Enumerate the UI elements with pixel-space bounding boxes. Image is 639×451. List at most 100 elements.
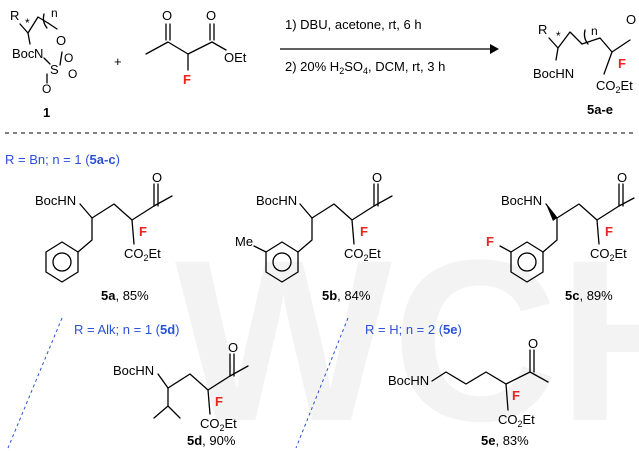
reactant-2-structure: O O OEt F [145,8,247,87]
5a-methyl [153,195,173,207]
5b-bond-ester [351,219,355,245]
5a-fluorine: F [139,224,147,239]
5a-aromatic-circle [52,252,72,272]
product-ester: CO2Et [596,78,633,95]
5b-nh: BocHN [256,193,297,208]
plus-sign: + [114,54,122,69]
separator-right [295,317,349,449]
5d-carbonyl [229,353,235,377]
r2-ester-oxygen: O [206,8,216,23]
r1-substituent: R [10,8,19,23]
r2-ester-group: OEt [224,50,247,65]
5d-nh: BocHN [113,363,154,378]
r1-oxo-3: O [42,82,51,96]
5a-nh: BocHN [35,193,76,208]
5d-ketone-oxygen: O [228,340,238,355]
5e-nh: BocHN [388,373,429,388]
group-3-header: R = H; n = 2 (5e) [365,322,462,337]
product-label: 5a-e [587,102,613,117]
r1-paren-left [42,13,48,29]
r1-index: n [51,6,58,20]
5e-backbone [431,371,531,385]
r1-bond-chain [27,16,49,34]
5b-fluorine: F [360,224,368,239]
5e-bond-ester [505,383,509,411]
condition-step-2: 2) 20% H2SO4, DCM, rt, 3 h [285,59,445,76]
5d-ester: CO2Et [200,416,237,433]
5c-caption: 5c, 89% [565,288,613,303]
product-index: n [591,24,598,38]
5b-benzyl [297,217,313,253]
product-ketone-oxygen: O [626,12,636,27]
5b-carbonyl [373,183,379,207]
5b-aryl-substituent: Me [235,234,253,249]
r1-bond-co [47,22,58,30]
reaction-arrow-head [490,44,499,54]
compound-5e: BocHN O F CO2Et 5e, 83% [388,336,549,448]
5c-bond-ester [596,219,600,245]
5b-ester: CO2Et [344,246,381,263]
r1-bond-so [59,51,63,66]
product-structure: R * n O BocHN F CO2Et 5a-e [533,12,636,117]
5d-backbone [157,373,231,391]
compound-5c: BocHN O F CO2Et F 5c, 89% [486,170,635,303]
5c-aromatic-circle [517,252,537,272]
5b-methyl [373,195,393,207]
5a-caption: 5a, 85% [101,288,149,303]
5e-methyl [529,371,549,383]
5c-methyl [618,197,635,207]
product-substituent: R [538,22,547,37]
5b-backbone [299,203,375,221]
5c-wedge [546,204,557,221]
r1-boc: Boc [12,46,35,61]
product-bond-cn [555,47,559,61]
product-stereo-mark: * [556,29,561,43]
5c-fluorine: F [605,224,613,239]
5e-ketone-oxygen: O [528,336,538,351]
r1-oxo-2: O [68,67,77,81]
5d-bond-ester [207,389,211,415]
compound-5b: BocHN O F CO2Et Me 5b, 84% [235,170,393,303]
r1-bond-cn [27,32,31,45]
5a-bond-ester [131,219,135,245]
separator-left [7,317,63,449]
group-2-header: R = Alk; n = 1 (5d) [74,322,180,337]
reaction-conditions: 1) DBU, acetone, rt, 6 h 2) 20% H2SO4, D… [280,17,499,76]
product-chain [548,31,583,49]
product-bond-ester [603,51,613,75]
5b-caption: 5b, 84% [322,288,371,303]
5c-benzyl [542,217,558,253]
condition-step-1: 1) DBU, acetone, rt, 6 h [285,17,422,32]
5c-aryl-substituent: F [486,234,494,249]
5c-bond-f [499,245,512,253]
r1-label: 1 [43,105,50,120]
compound-5a: BocHN O F CO2Et 5a, 85% [35,170,173,303]
watermark: WCH [175,212,639,451]
5d-caption: 5d, 90% [187,433,236,448]
5a-backbone [79,203,155,221]
reactant-1-structure: R * n O Boc N S O O O 1 [10,6,77,120]
product-paren [583,29,589,45]
r1-stereo-mark: * [25,16,30,30]
5e-fluorine: F [512,388,520,403]
r1-sulfur: S [50,62,59,77]
5d-methyl [229,365,249,377]
5a-ketone-oxygen: O [152,170,162,185]
5e-ester: CO2Et [498,412,535,429]
5b-aryl-ring [265,241,299,283]
r1-nitrogen: N [34,46,43,61]
product-backbone [581,37,631,53]
5d-fluorine: F [215,394,223,409]
5c-carbonyl [618,183,624,207]
r2-backbone [145,41,227,55]
5a-ester: CO2Et [124,246,161,263]
r1-ring-oxygen: O [56,33,66,48]
r2-fluorine: F [183,72,191,87]
5a-benzyl [77,217,93,253]
r2-carbonyl-2 [209,23,215,41]
5b-aromatic-circle [272,252,292,272]
5c-aryl-ring [510,241,544,283]
5e-caption: 5e, 83% [481,433,529,448]
